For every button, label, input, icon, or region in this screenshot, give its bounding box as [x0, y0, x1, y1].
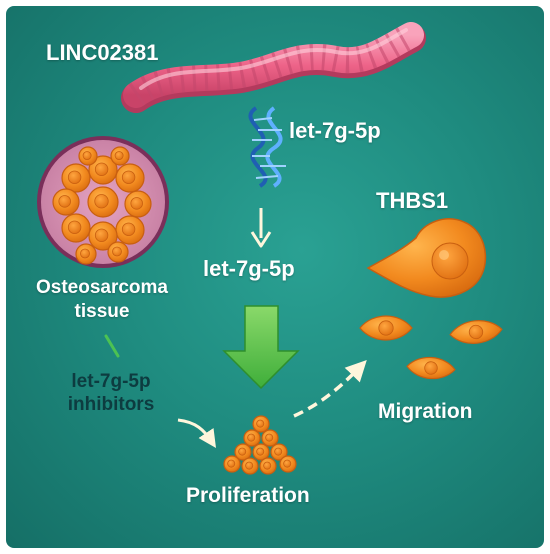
cell-cluster-icon [223, 415, 297, 475]
migration-label: Migration [378, 400, 473, 423]
inhibitor-label-line2: inhibitors [67, 394, 155, 415]
mirna-label-top: let-7g-5p [289, 118, 381, 143]
lncrna-strand-icon [121, 22, 426, 113]
migration-arrow [293, 359, 367, 418]
migrating-cells [359, 315, 503, 380]
tissue-label-line2: tissue [74, 301, 130, 322]
tissue-connector-line [104, 334, 120, 358]
inhibition-down-arrow [222, 305, 300, 390]
migrating-cell-icon [366, 218, 487, 298]
down-arrow-small [250, 208, 272, 248]
tissue-label-line1: Osteosarcoma [35, 277, 168, 298]
inhibitor-label-line1: let-7g-5p [71, 371, 151, 392]
lncrna-label: LINC02381 [46, 40, 159, 65]
tissue-label: Osteosarcoma tissue [12, 276, 192, 324]
osteosarcoma-tissue-icon [37, 136, 169, 268]
diagram-artwork [37, 22, 503, 475]
inhibitor-arrow [177, 418, 216, 448]
diagram-canvas: LINC02381 let-7g-5p let-7g-5p Osteosarco… [6, 6, 544, 548]
mirna-label-mid: let-7g-5p [203, 256, 295, 281]
inhibitor-label: let-7g-5p inhibitors [46, 370, 176, 416]
proliferation-label: Proliferation [186, 484, 310, 507]
rna-helix-icon [248, 106, 286, 188]
thbs1-label: THBS1 [376, 188, 449, 213]
